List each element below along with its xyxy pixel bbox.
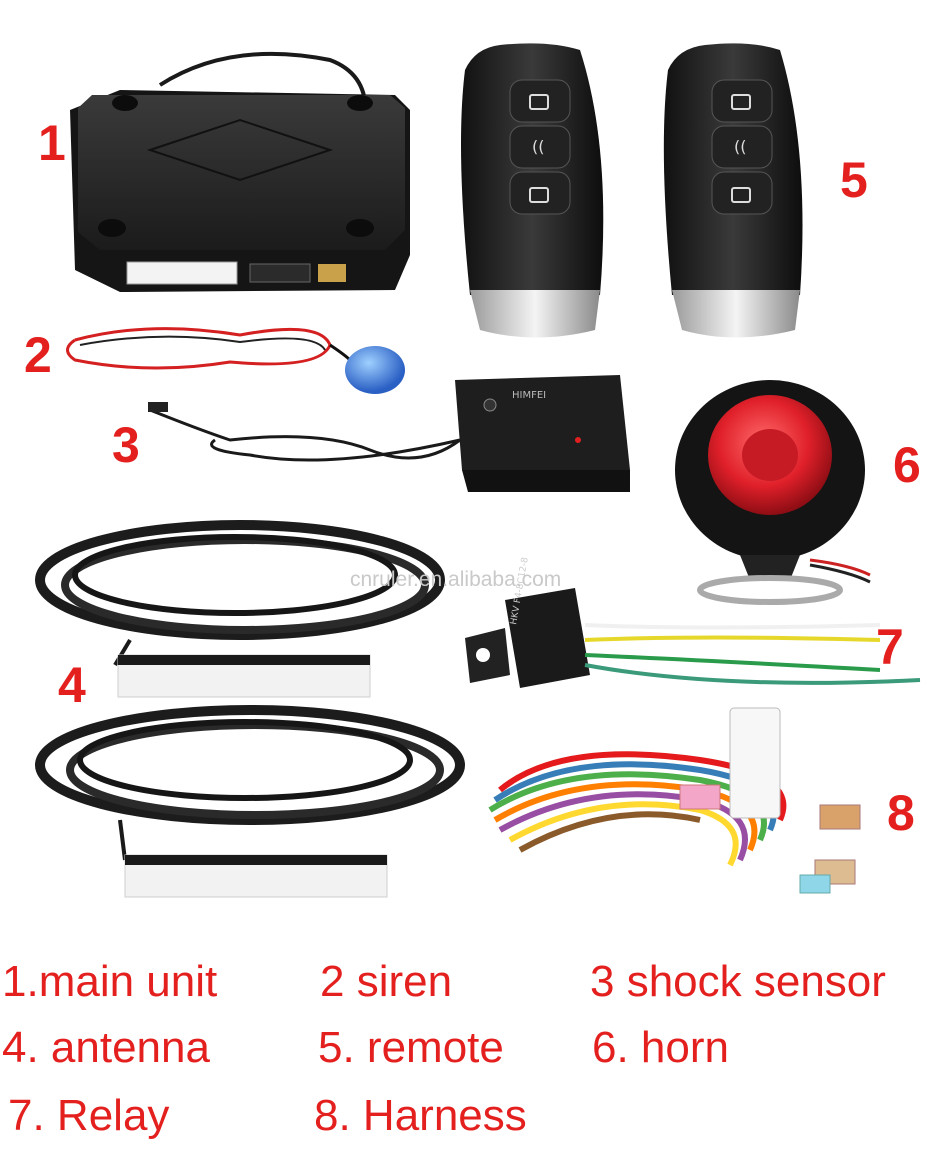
label-number-1: 1 (38, 115, 66, 171)
legend-shock-sensor: 3 shock sensor (590, 957, 886, 1006)
horn-image (675, 380, 871, 605)
label-number-2: 2 (24, 327, 52, 383)
label-number-5: 5 (840, 152, 868, 208)
product-scene: (( (( HIMFEI (35, 43, 921, 898)
legend-harness: 8. Harness (314, 1091, 527, 1140)
svg-text:((: (( (734, 137, 746, 156)
label-number-3: 3 (112, 417, 140, 473)
legend-remote: 5. remote (318, 1023, 504, 1072)
legend-main-unit: 1.main unit (2, 957, 218, 1006)
label-number-8: 8 (887, 785, 915, 841)
harness-image (488, 707, 861, 894)
label-number-6: 6 (893, 437, 921, 493)
label-number-4: 4 (58, 657, 86, 713)
legend-siren: 2 siren (320, 957, 453, 1006)
label-number-7: 7 (876, 619, 904, 675)
legend-horn: 6. horn (592, 1023, 729, 1072)
antenna-image-lower (35, 705, 465, 898)
svg-text:((: (( (532, 137, 544, 156)
remote-fob-right: (( (663, 43, 803, 338)
shock-sensor-image: HIMFEI (148, 375, 630, 492)
remote-fob-left: (( (461, 43, 604, 338)
legend-antenna: 4. antenna (2, 1023, 210, 1072)
siren-wire-image (66, 327, 405, 394)
antenna-image-upper (35, 520, 445, 698)
main-unit-image (70, 51, 410, 292)
legend-relay: 7. Relay (8, 1091, 170, 1140)
relay-image: HKV F4-8C12-8 (465, 556, 921, 688)
watermark-text: cnruler.en.alibaba.com (350, 568, 562, 591)
sensor-brand-text: HIMFEI (512, 390, 546, 401)
